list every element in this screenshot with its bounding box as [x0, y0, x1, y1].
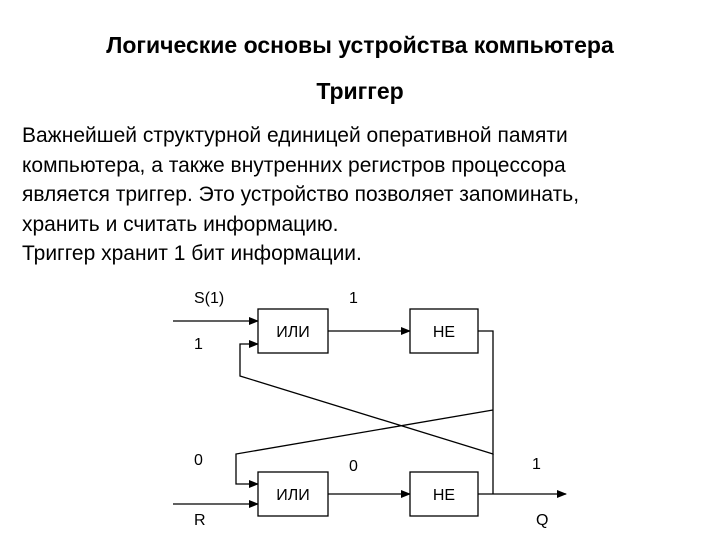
top-or-gate: [257, 308, 329, 354]
paragraph-line: Триггер хранит 1 бит информации.: [22, 242, 362, 265]
description-paragraph: Важнейшей структурной единицей оперативн…: [22, 121, 712, 269]
top-or-gate-label: ИЛИ: [276, 324, 310, 341]
s-input-label: S(1): [194, 290, 224, 307]
bottom-or-gate: [257, 471, 329, 517]
top-link-value: 1: [349, 290, 358, 307]
cross-feedback-line: [235, 409, 494, 488]
top-not-gate-label: НЕ: [433, 324, 455, 341]
bottom-feedback-value: 0: [194, 452, 203, 469]
slide-subtitle: Триггер: [316, 78, 404, 104]
paragraph-line: компьютера, а также внутренних регистров…: [22, 153, 566, 177]
bottom-not-gate: [409, 471, 479, 517]
paragraph-line: является триггер. Это устройство позволя…: [22, 183, 580, 206]
bottom-not-gate-label: НЕ: [433, 487, 455, 504]
bottom-or-gate-label: ИЛИ: [276, 487, 310, 504]
q-value: 1: [532, 456, 541, 473]
bottom-link-value: 0: [349, 458, 358, 475]
paragraph-line: хранить и считать информацию.: [22, 212, 339, 236]
paragraph-line: Важнейшей структурной единицей оперативн…: [22, 124, 568, 147]
top-not-feedback-line: [239, 330, 494, 455]
top-not-gate: [409, 308, 479, 354]
slide-title: Логические основы устройства компьютера: [106, 32, 614, 58]
q-output-label: Q: [536, 512, 548, 529]
top-feedback-value: 1: [194, 336, 203, 353]
r-input-label: R: [194, 512, 206, 529]
